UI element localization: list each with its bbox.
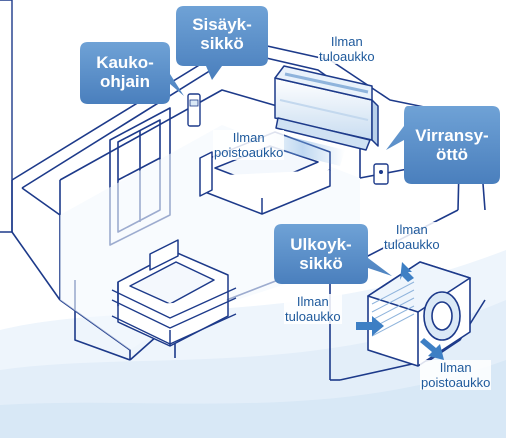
arrow-outdoor-outlet bbox=[420, 338, 444, 360]
callout-indoor-unit-shape bbox=[176, 6, 268, 80]
label-indoor-air-inlet: Ilman tuloaukko bbox=[318, 34, 376, 64]
label-outdoor-air-inlet-left-line1: Ilman bbox=[296, 294, 329, 309]
label-indoor-air-inlet-line2: tuloaukko bbox=[319, 49, 375, 64]
label-indoor-air-inlet-line1: Ilman bbox=[330, 34, 363, 49]
callout-remote-line1: Kauko- bbox=[96, 53, 154, 72]
callout-remote-shape bbox=[80, 42, 184, 104]
callout-indoor-unit-line1: Sisäyk- bbox=[192, 15, 252, 34]
label-outdoor-air-outlet-line1: Ilman bbox=[439, 360, 472, 375]
label-indoor-air-outlet: Ilman poistoaukko bbox=[213, 130, 285, 160]
callout-power-line2: öttö bbox=[435, 145, 469, 164]
label-outdoor-air-inlet-left-line2: tuloaukko bbox=[285, 309, 341, 324]
label-indoor-air-outlet-line2: poistoaukko bbox=[214, 145, 284, 160]
label-outdoor-air-inlet-left: Ilman tuloaukko bbox=[284, 294, 342, 324]
remote-controller bbox=[187, 93, 201, 127]
indoor-unit bbox=[274, 65, 379, 151]
arrow-outdoor-inlet-top bbox=[400, 262, 414, 282]
callout-remote-line2: ohjain bbox=[99, 72, 151, 91]
callout-indoor-unit-line2: sikkö bbox=[200, 34, 244, 53]
armchair bbox=[117, 239, 229, 347]
callout-power-line1: Virransy- bbox=[415, 126, 489, 145]
power-outlet bbox=[373, 163, 389, 185]
callout-power-shape bbox=[386, 106, 500, 184]
callout-indoor-unit: Sisäyk- sikkö bbox=[178, 15, 266, 53]
label-outdoor-air-inlet-top: Ilman tuloaukko bbox=[383, 222, 441, 252]
label-indoor-air-outlet-line1: Ilman bbox=[232, 130, 265, 145]
label-outdoor-air-inlet-top-line2: tuloaukko bbox=[384, 237, 440, 252]
callout-power: Virransy- öttö bbox=[404, 126, 500, 164]
callout-remote: Kauko- ohjain bbox=[82, 53, 168, 91]
callout-outdoor-unit-line2: sikkö bbox=[299, 254, 343, 273]
label-outdoor-air-outlet: Ilman poistoaukko bbox=[420, 360, 492, 390]
callout-outdoor-unit-line1: Ulkoyk- bbox=[290, 235, 352, 254]
outdoor-unit bbox=[367, 261, 471, 367]
label-outdoor-air-outlet-line2: poistoaukko bbox=[421, 375, 491, 390]
arrow-outdoor-inlet-left bbox=[356, 316, 384, 336]
label-outdoor-air-inlet-top-line1: Ilman bbox=[395, 222, 428, 237]
callout-outdoor-unit: Ulkoyk- sikkö bbox=[276, 235, 366, 273]
callout-outdoor-unit-shape bbox=[274, 224, 392, 284]
